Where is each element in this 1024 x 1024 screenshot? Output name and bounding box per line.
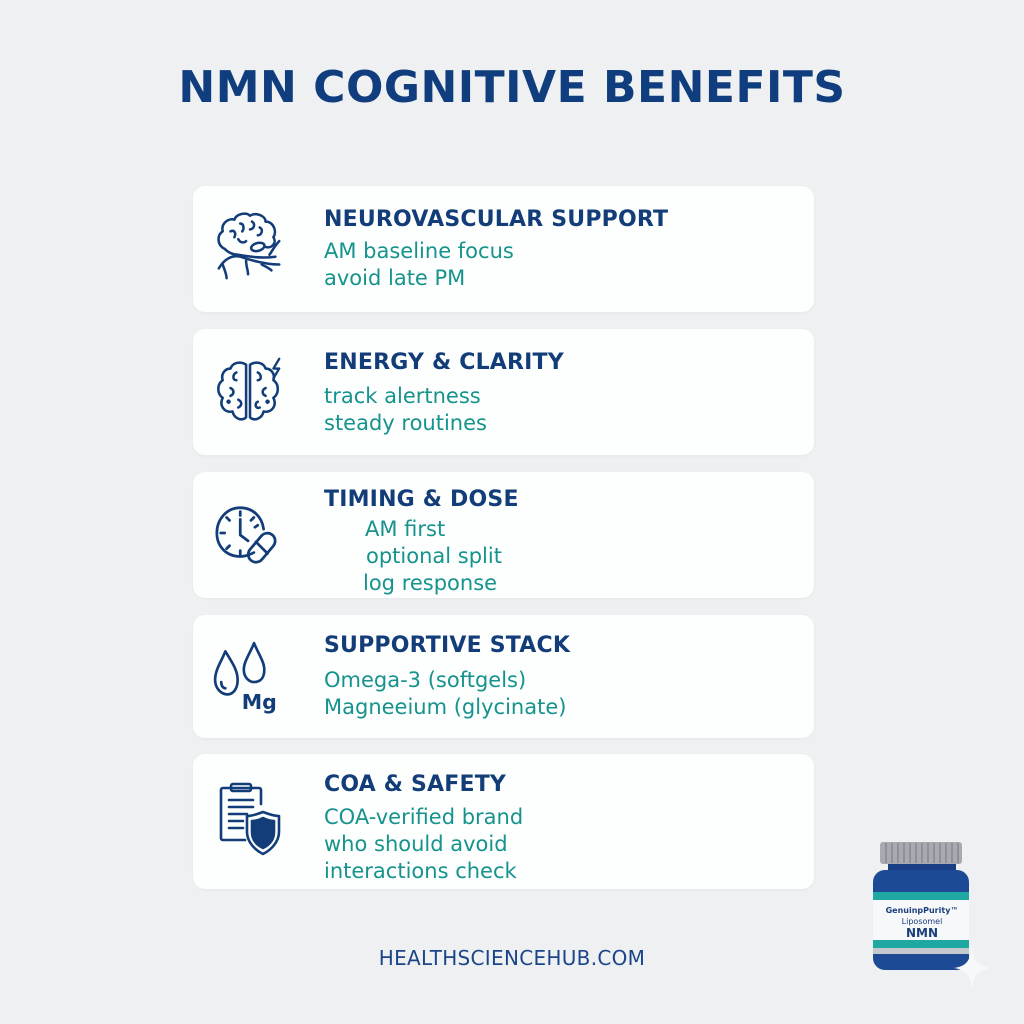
product-subline: Liposomel	[901, 917, 943, 926]
benefit-card-neurovascular: NEUROVASCULAR SUPPORT AM baseline focus …	[193, 186, 814, 312]
card-line: Magneeium (glycinate)	[324, 695, 567, 719]
card-line: interactions check	[324, 859, 517, 883]
card-heading: SUPPORTIVE STACK	[324, 633, 571, 658]
card-heading: TIMING & DOSE	[324, 487, 519, 512]
card-lines: AM first optional split log response	[363, 516, 502, 597]
benefit-card-energy-clarity: ENERGY & CLARITY track alertness steady …	[193, 329, 814, 455]
sparkle-icon	[952, 944, 992, 992]
card-lines: track alertness steady routines	[324, 383, 487, 437]
drops-magnesium-icon: Mg	[211, 637, 293, 719]
card-lines: COA-verified brand who should avoid inte…	[324, 804, 523, 885]
card-line: track alertness	[324, 384, 481, 408]
clipboard-shield-icon	[215, 780, 295, 860]
product-brand: GenuinpPurity™	[885, 906, 959, 915]
benefit-card-supportive-stack: Mg SUPPORTIVE STACK Omega-3 (softgels) M…	[193, 615, 814, 738]
card-heading: ENERGY & CLARITY	[324, 350, 564, 375]
card-line: log response	[363, 571, 498, 595]
card-line: avoid late PM	[324, 266, 466, 290]
clock-pill-icon	[211, 496, 289, 574]
card-line: COA-verified brand	[324, 805, 524, 829]
product-name: NMN	[905, 926, 939, 940]
brain-lightning-icon	[211, 351, 289, 429]
card-lines: AM baseline focus avoid late PM	[324, 238, 514, 292]
card-line: who should avoid	[324, 832, 508, 856]
card-line: steady routines	[324, 411, 487, 435]
card-line: Omega-3 (softgels)	[324, 668, 527, 692]
website-url[interactable]: HEALTHSCIENCEHUB.COM	[378, 946, 646, 970]
card-line: AM first	[365, 517, 446, 541]
card-heading: COA & SAFETY	[324, 772, 507, 797]
card-heading: NEUROVASCULAR SUPPORT	[324, 207, 669, 232]
svg-text:Mg: Mg	[242, 690, 277, 714]
page-title: NMN COGNITIVE BENEFITS	[178, 62, 846, 113]
card-line: optional split	[366, 544, 502, 568]
product-bottle-image: GenuinpPurity™ Liposomel NMN	[870, 838, 975, 973]
card-lines: Omega-3 (softgels) Magneeium (glycinate)	[324, 667, 566, 721]
benefit-card-coa-safety: COA & SAFETY COA-verified brand who shou…	[193, 754, 814, 889]
brain-vessels-icon	[211, 206, 289, 284]
benefit-card-timing-dose: TIMING & DOSE AM first optional split lo…	[193, 472, 814, 598]
card-line: AM baseline focus	[324, 239, 514, 263]
